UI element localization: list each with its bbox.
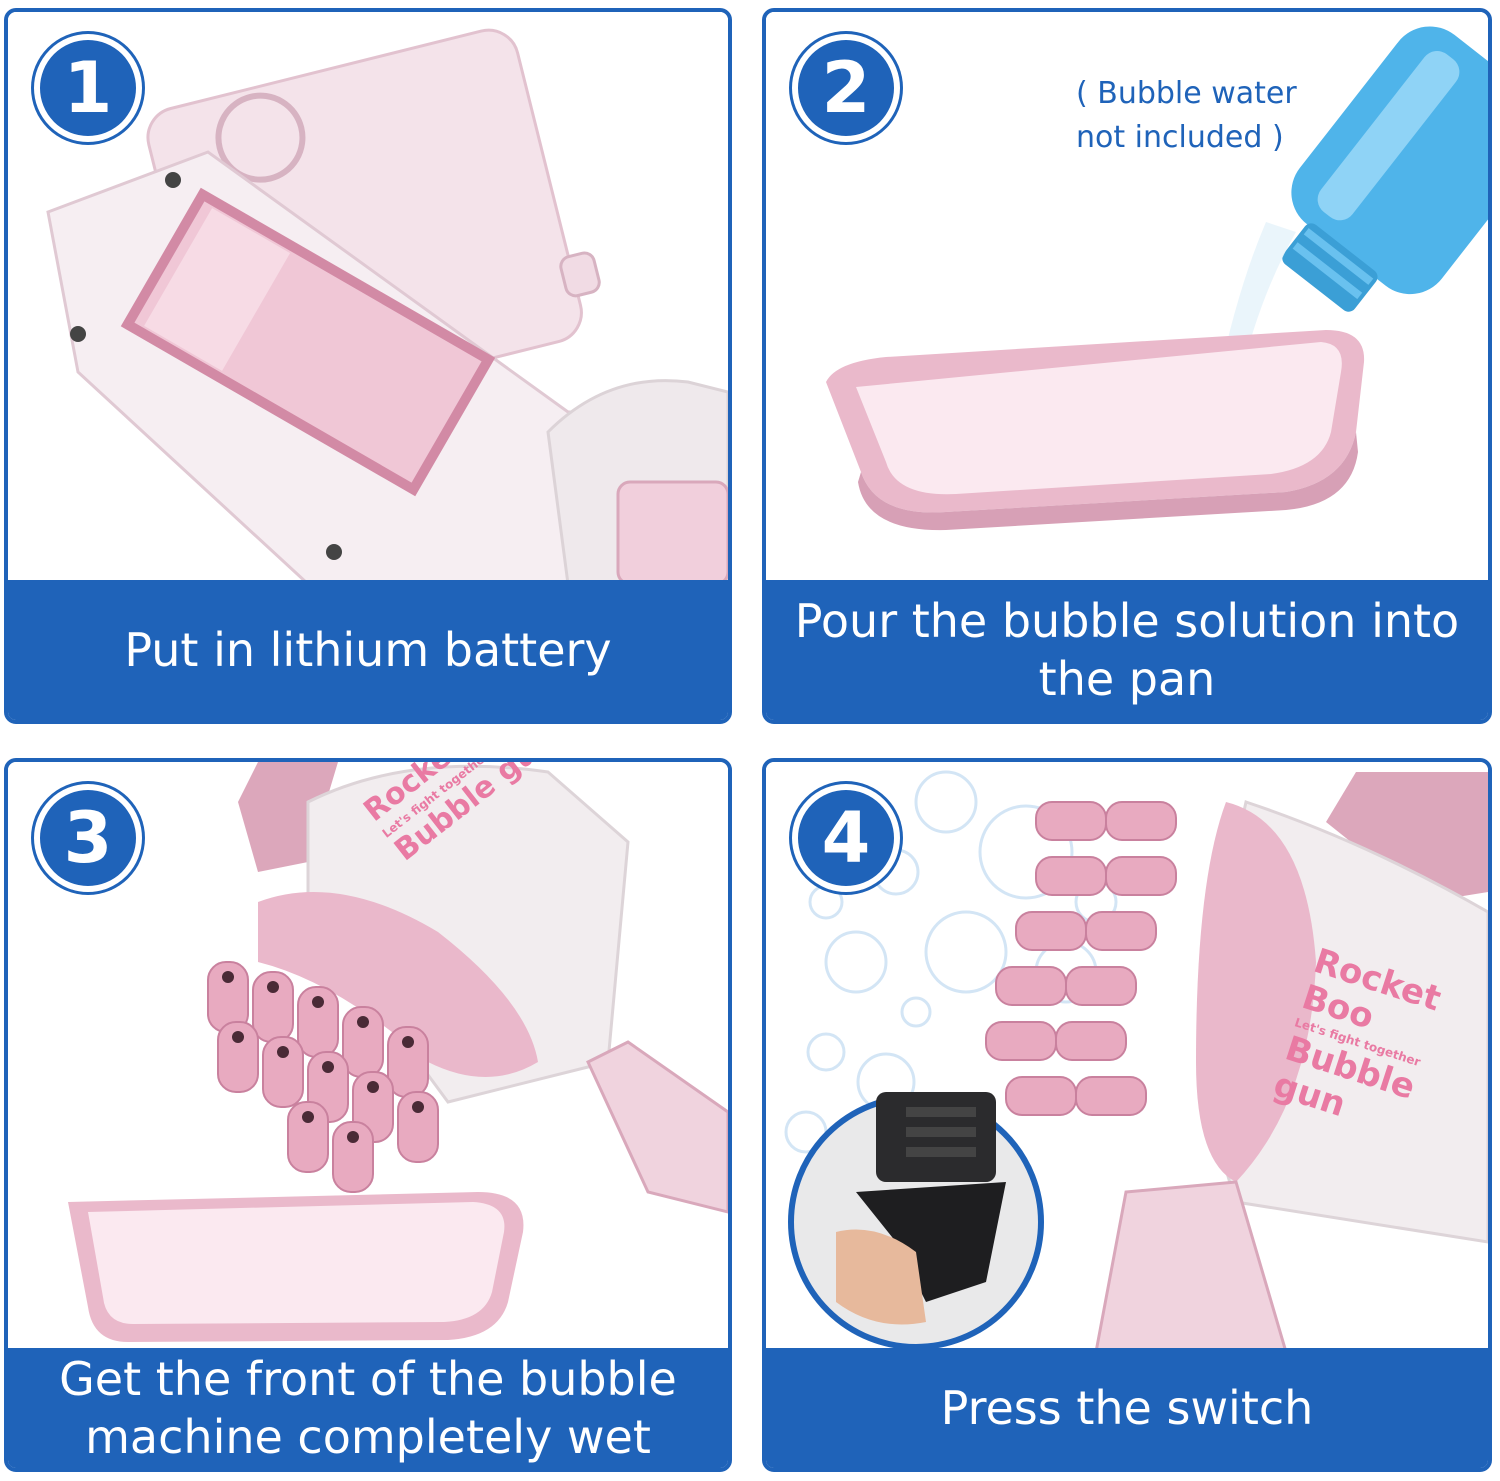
step-4-panel: Rocket Boo Let's fight together Bubble g… [762,758,1492,1472]
note-line-2: not included ) [1076,120,1284,155]
step-caption: Pour the bubble solution into the pan [766,580,1488,720]
bubble-water-note: ( Bubble water not included ) [1076,72,1297,160]
step-caption: Press the switch [766,1348,1488,1468]
press-switch-image: Rocket Boo Let's fight together Bubble g… [766,762,1488,1352]
step-1-panel: 1 Put in lithium battery [4,8,732,724]
step-number-badge: 1 [34,34,142,142]
step-2-panel: 2 ( Bubble water not included ) Pour the… [762,8,1492,724]
wet-front-image: Rocket Boo Let's fight together Bubble g… [8,762,728,1352]
battery-compartment-image [8,12,728,584]
step-caption: Get the front of the bubble machine comp… [8,1348,728,1468]
step-3-panel: Rocket Boo Let's fight together Bubble g… [4,758,732,1472]
step-number-badge: 4 [792,784,900,892]
step-number-badge: 3 [34,784,142,892]
note-line-1: ( Bubble water [1076,76,1297,111]
step-caption: Put in lithium battery [8,580,728,720]
step-number-badge: 2 [792,34,900,142]
